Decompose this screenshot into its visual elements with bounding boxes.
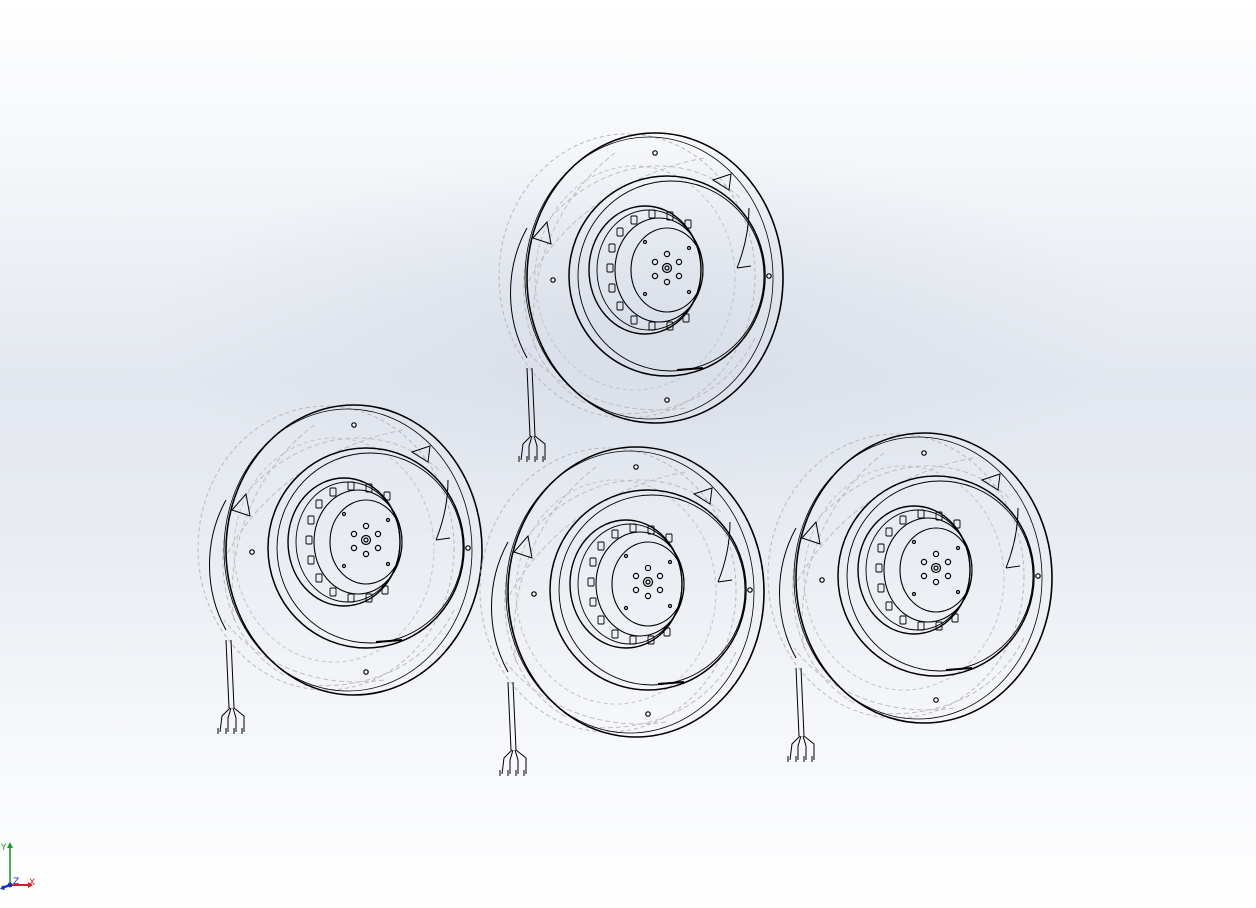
- fan-right[interactable]: [767, 432, 1053, 763]
- triad-z-label: Z: [13, 877, 20, 887]
- fan-top[interactable]: [498, 132, 784, 463]
- fan-middle[interactable]: [479, 446, 765, 777]
- triad-y-label: Y: [1, 843, 7, 853]
- triad-x-label: X: [29, 878, 36, 888]
- fan-left[interactable]: [197, 404, 483, 735]
- triad-axes-icon: [0, 842, 33, 890]
- reference-triad: X Z Y: [0, 840, 60, 900]
